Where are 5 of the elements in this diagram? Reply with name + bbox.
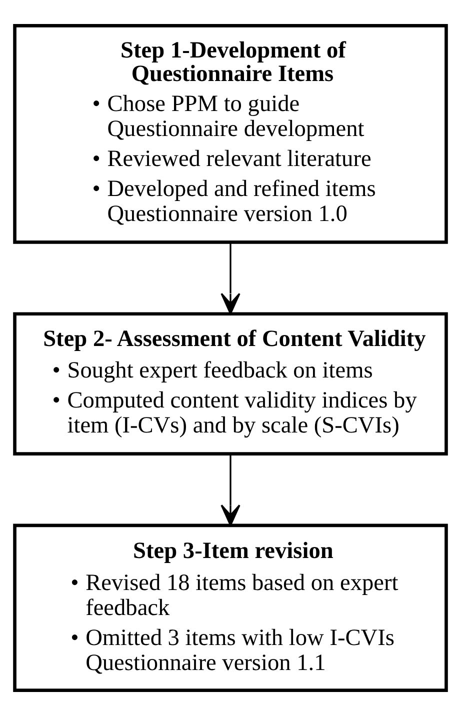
node-box: Step 1-Development of Questionnaire Items • Chose PPM to guide Questionnaire development • Reviewed relevant literature • Developed and refined items Questionnaire version 1.0 <box>13 24 448 244</box>
arrow <box>220 242 240 314</box>
arrow <box>220 454 240 526</box>
node-box: Step 2- Assessment of Content Validity • Sought expert feedback on items • Computed content validity indices by item (I-CVs) and by scale (S-CVIs) <box>13 312 448 455</box>
node-box: Step 3-Item revision • Revised 18 items based on expert feedback • Omitted 3 items with low I-CVIs Questionnaire version 1.1 <box>13 523 448 692</box>
